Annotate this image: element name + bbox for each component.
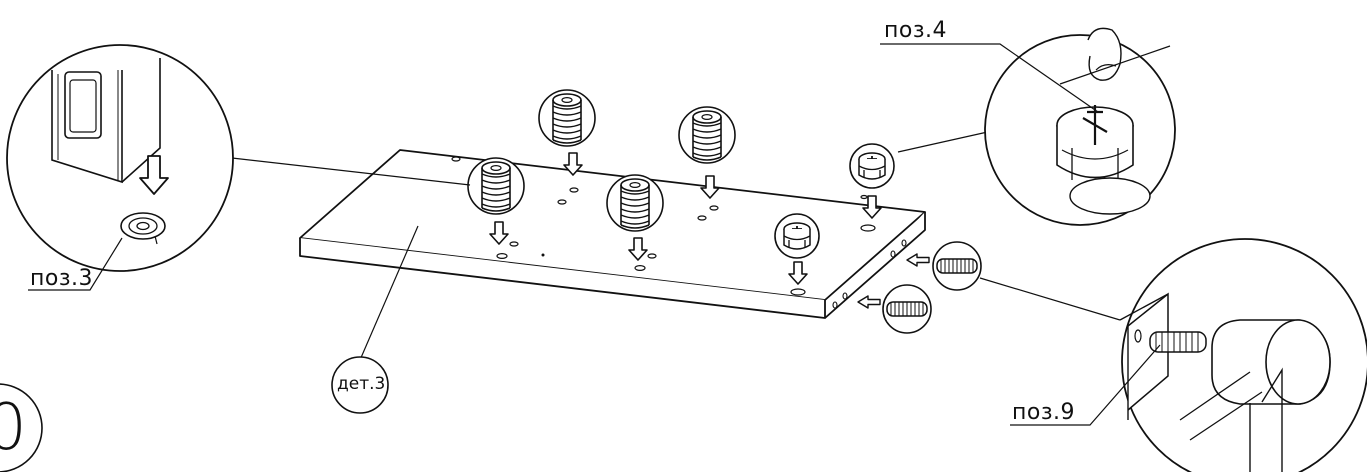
label-pos3: поз.3 [30,266,94,291]
cam-connector-icon [774,143,895,259]
step-number: 0 [0,391,27,465]
dowel-icon [882,241,982,334]
label-det3: дет.3 [337,374,386,394]
insert-callouts [467,89,736,232]
panel-det3 [299,149,926,319]
label-pos9: поз.9 [1012,400,1076,425]
step-number-circle [0,383,43,472]
detail-circle-pos4 [880,27,1176,226]
label-pos4: поз.4 [884,18,948,43]
detail-circle-pos9 [1010,238,1367,472]
leader-lines [231,130,1121,361]
det3-callout [331,356,389,414]
detail-circle-pos3 [6,44,234,291]
